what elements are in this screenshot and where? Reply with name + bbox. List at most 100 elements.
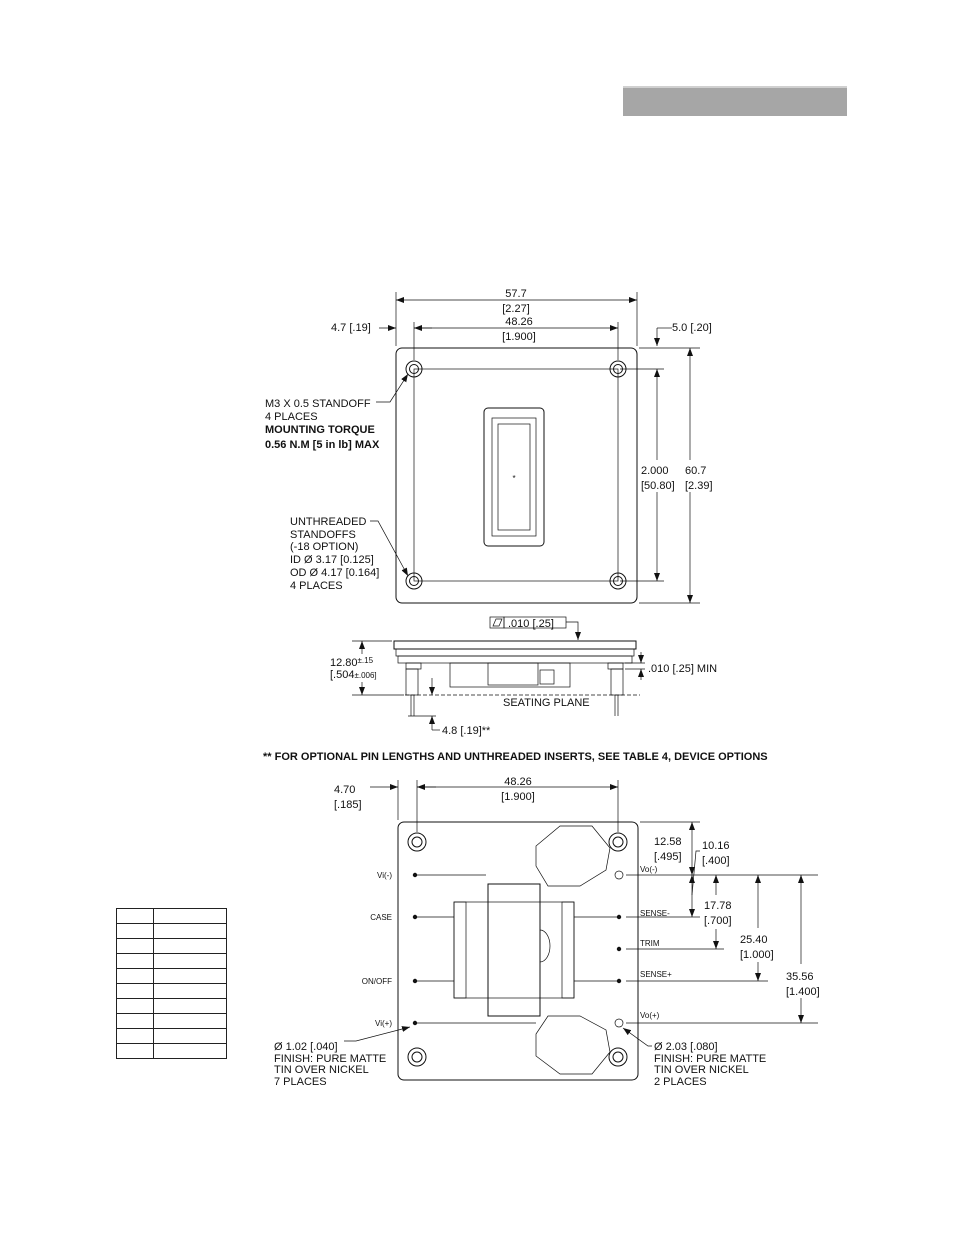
pin-table-row: [116, 998, 227, 1014]
svg-text:TIN OVER NICKEL: TIN OVER NICKEL: [274, 1064, 369, 1076]
side-standoff: [405, 668, 419, 696]
pin-table-cell: [116, 908, 154, 924]
dim-25-40-in-label: [1.000]: [740, 949, 774, 961]
bottom-component: [535, 1015, 611, 1075]
hole-spacing-x-in-label: [1.900]: [502, 331, 536, 343]
pin-label-vo-plus: Vo(+): [640, 1011, 660, 1020]
pin-table-row: [116, 968, 227, 984]
overall-height-label: 60.7: [685, 465, 706, 477]
pin-label-on-off: ON/OFF: [362, 977, 392, 986]
pin-table-cell: [153, 923, 227, 939]
left-offset-label: 4.7 [.19]: [331, 322, 371, 334]
pin-length-label: 4.8 [.19]**: [442, 725, 491, 737]
pin-table-cell: [116, 938, 154, 954]
pin-table-cell: [153, 983, 227, 999]
standoff-hole: [407, 1047, 427, 1067]
pin-vo-minus: [614, 870, 624, 880]
svg-text:7 PLACES: 7 PLACES: [274, 1076, 327, 1088]
svg-text:Ø 1.02 [.040]: Ø 1.02 [.040]: [274, 1041, 338, 1053]
pin-table-cell: [116, 953, 154, 969]
pin-table-cell: [153, 1013, 227, 1029]
pin-table-cell: [153, 968, 227, 984]
svg-text:TIN OVER NICKEL: TIN OVER NICKEL: [654, 1064, 749, 1076]
hole-spacing-y-label: 2.000: [641, 465, 669, 477]
dim-17-78-in-label: [.700]: [704, 915, 732, 927]
bottom-view: Vi(-) CASE ON/OFF Vi(+) Vo(-) SENSE- TRI…: [274, 776, 820, 1088]
pin-table-row: [116, 1013, 227, 1029]
pin-table-row: [116, 908, 227, 924]
side-view: .010 [.25] SEATING PLANE 12.80±.15 [.504…: [330, 616, 717, 737]
hole-spacing-y-mm-label: [50.80]: [641, 480, 675, 492]
standoff-note: M3 X 0.5 STANDOFF 4 PLACES MOUNTING TORQ…: [265, 398, 380, 451]
pin-table-cell: [153, 938, 227, 954]
dim-10-16-in-label: [.400]: [702, 855, 730, 867]
standoff-hole: [407, 832, 427, 852]
pin-table-cell: [153, 1043, 227, 1059]
dim-12-58-label: 12.58: [654, 836, 682, 848]
pin-table-row: [116, 1043, 227, 1059]
pin-label-sense-plus: SENSE+: [640, 970, 672, 979]
pin-table-cell: [116, 1013, 154, 1029]
pin-label-vo-minus: Vo(-): [640, 865, 658, 874]
dim-17-78-label: 17.78: [704, 900, 732, 912]
pin-table: [116, 908, 227, 1059]
top-board-outline: [395, 347, 638, 604]
dim-35-56-label: 35.56: [786, 971, 814, 983]
clearance-label: .010 [.25] MIN: [648, 663, 717, 675]
footnote: ** FOR OPTIONAL PIN LENGTHS AND UNTHREAD…: [263, 751, 768, 763]
pin-vo-plus: [614, 1018, 624, 1028]
side-pcb: [397, 655, 633, 664]
unthreaded-standoff-note: UNTHREADED STANDOFFS (-18 OPTION) ID Ø 3…: [290, 516, 379, 592]
pin-table-cell: [116, 983, 154, 999]
svg-text:4 PLACES: 4 PLACES: [265, 411, 318, 423]
dim-10-16-label: 10.16: [702, 840, 730, 852]
svg-text:FINISH: PURE MATTE: FINISH: PURE MATTE: [274, 1053, 386, 1065]
left-pin-labels: Vi(-) CASE ON/OFF Vi(+): [362, 871, 393, 1028]
dim-25-40-label: 25.40: [740, 934, 768, 946]
svg-text:MOUNTING TORQUE: MOUNTING TORQUE: [265, 424, 375, 436]
svg-text:STANDOFFS: STANDOFFS: [290, 529, 356, 541]
hole-pattern-outline: [413, 368, 619, 582]
pin-label-vin-plus: Vi(+): [375, 1019, 392, 1028]
pin-label-sense-minus: SENSE-: [640, 909, 670, 918]
pin-table-cell: [153, 953, 227, 969]
bottom-left-offset-in-label: [.185]: [334, 799, 362, 811]
large-pin-note: Ø 2.03 [.080] FINISH: PURE MATTE TIN OVE…: [654, 1041, 766, 1088]
transformer: [487, 883, 541, 1017]
pin-table-cell: [116, 968, 154, 984]
bottom-width-label: 48.26: [504, 776, 532, 788]
top-view: * 57.7 [2.27] 48.26 [1.900] 4.7 [.19] 5.…: [265, 288, 713, 604]
svg-text:4 PLACES: 4 PLACES: [290, 580, 343, 592]
side-component: [449, 662, 571, 688]
pin-table-cell: [116, 923, 154, 939]
top-offset-label: 5.0 [.20]: [672, 322, 712, 334]
bottom-board-outline: [397, 821, 639, 1081]
overall-width-in-label: [2.27]: [502, 303, 530, 315]
pin-table-cell: [153, 908, 227, 924]
pin-table-cell: [116, 998, 154, 1014]
pin-label-case: CASE: [370, 913, 392, 922]
pin-label-trim: TRIM: [640, 939, 660, 948]
pin-table-cell: [116, 1043, 154, 1059]
pin-table-row: [116, 953, 227, 969]
header-bar: [623, 86, 847, 116]
flatness-label: .010 [.25]: [508, 618, 554, 630]
svg-text:UNTHREADED: UNTHREADED: [290, 516, 366, 528]
standoff-hole: [405, 360, 423, 378]
svg-text:2 PLACES: 2 PLACES: [654, 1076, 707, 1088]
pin-table-row: [116, 983, 227, 999]
svg-text:*: *: [512, 474, 515, 483]
svg-text:OD Ø 4.17 [0.164]: OD Ø 4.17 [0.164]: [290, 567, 379, 579]
bottom-width-in-label: [1.900]: [501, 791, 535, 803]
pin-table-cell: [153, 1028, 227, 1044]
pin-table-row: [116, 1028, 227, 1044]
right-pin-labels: Vo(-) SENSE- TRIM SENSE+ Vo(+): [640, 865, 672, 1020]
svg-text:Ø 2.03 [.080]: Ø 2.03 [.080]: [654, 1041, 718, 1053]
svg-text:0.56 N.M [5 in lb] MAX: 0.56 N.M [5 in lb] MAX: [265, 439, 380, 451]
overall-height-in-label: [2.39]: [685, 480, 713, 492]
dim-12-58-in-label: [.495]: [654, 851, 682, 863]
svg-text:(-18 OPTION): (-18 OPTION): [290, 541, 358, 553]
svg-text:M3 X 0.5 STANDOFF: M3 X 0.5 STANDOFF: [265, 398, 371, 410]
center-component: [483, 407, 545, 547]
